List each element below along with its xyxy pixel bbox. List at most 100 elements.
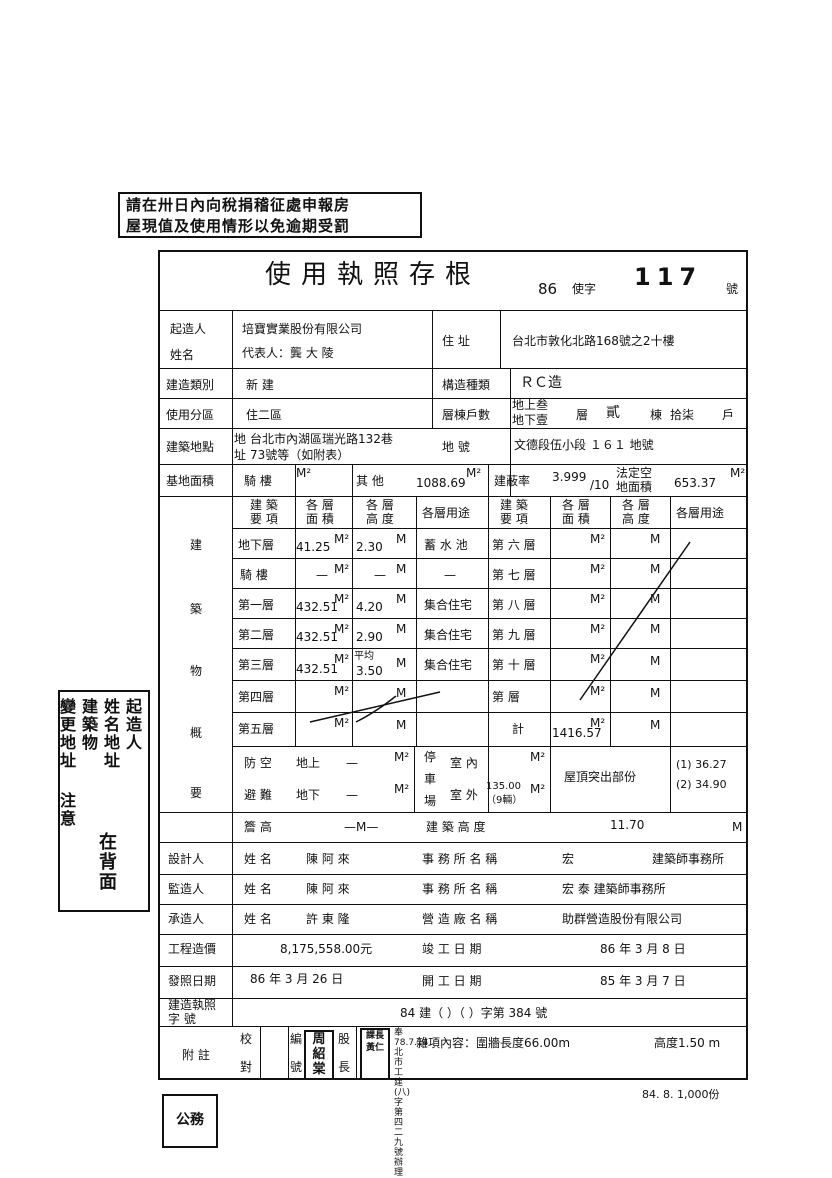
side-label-5: 要 [190, 786, 203, 800]
row-height-3: 2.90 [356, 630, 383, 644]
ratio-label: 建蔽率 [494, 474, 531, 488]
owner-label: 起造人 [170, 322, 207, 336]
permit-year: 86 [538, 280, 558, 298]
designer-office: 宏 [562, 852, 575, 866]
cost-label: 工程造價 [168, 942, 217, 956]
notes-check-b: 對 [240, 1060, 253, 1074]
owner-name-label: 姓名 [170, 348, 195, 362]
arcade-label: 騎 樓 [244, 474, 272, 488]
floors-above: 地上叁 [512, 398, 549, 412]
roof-1: (1) 36.27 [676, 758, 727, 771]
build-type-value: 新 建 [246, 378, 274, 392]
contractor-label: 承造人 [168, 912, 205, 926]
build-type-label: 建造類別 [166, 378, 215, 392]
unit-r-m2-2: M² [590, 592, 606, 606]
parking-label-3: 場 [424, 794, 437, 808]
designer-name-label: 姓 名 [244, 852, 272, 866]
area-label: 基地面積 [166, 474, 215, 488]
row-label-5: 第四層 [238, 690, 275, 704]
unit-m2-1: M² [334, 562, 350, 576]
unit-m-3: M [396, 622, 407, 636]
unit-r-m-3: M [650, 622, 661, 636]
permit-form: 使用執照存根 86 使字 117 號 起造人 姓名 培寶實業股份有限公司 代表人… [158, 250, 748, 1178]
other-label: 其 他 [356, 474, 384, 488]
parking-outdoor-value: 135.00 [486, 781, 521, 792]
unit-r-m-2: M [650, 592, 661, 606]
site-address-1: 台北市內湖區瑞光路132巷 [250, 432, 393, 446]
chief-seal: 課長 黃仁 [360, 1028, 390, 1080]
side-col-3: 建築物 [79, 698, 98, 752]
arcade-unit: M² [296, 466, 312, 480]
unit-r-m-0: M [650, 532, 661, 546]
row-use-2: 集合住宅 [424, 598, 473, 612]
parking-indoor: 室 內 [450, 756, 478, 770]
notes-serial-b: 號 [290, 1060, 303, 1074]
supervisor-office: 宏 泰 建築師事務所 [562, 882, 666, 896]
side-col-1: 起造人 [123, 698, 142, 752]
unit-r-m2-4: M² [590, 652, 606, 666]
floors-hu: 戶 [722, 408, 735, 422]
owner-rep: 代表人：龔 大 陵 [242, 346, 334, 360]
roof-label: 屋頂突出部份 [564, 770, 637, 784]
building-height-unit: M [732, 820, 743, 834]
row-label-0: 地下層 [238, 538, 275, 552]
start-label: 開 工 日 期 [422, 974, 482, 988]
row-right-label-2: 第 八 層 [492, 598, 536, 612]
supervisor-office-label: 事 務 所 名 稱 [422, 882, 498, 896]
row-right-total-label: 計 [512, 722, 525, 736]
row-area-4: 432.51 [296, 662, 338, 676]
row-label-3: 第二層 [238, 628, 275, 642]
unit-m2-0: M² [334, 532, 350, 546]
unit-r-m2-0: M² [590, 532, 606, 546]
unit-m-2: M [396, 592, 407, 606]
shelter-above: 地上 [296, 756, 321, 770]
row-use-1: — [444, 568, 456, 582]
issue-label: 發照日期 [168, 974, 217, 988]
row-right-label-0: 第 六 層 [492, 538, 536, 552]
chief-seal-line-2: 黃仁 [365, 1043, 384, 1053]
shelter-label-1: 防 空 [244, 756, 272, 770]
unit-r-m-6: M [650, 718, 661, 732]
row-right-label-3: 第 九 層 [492, 628, 536, 642]
unit-m2-2: M² [334, 592, 350, 606]
unit-r-m2-5: M² [590, 684, 606, 698]
issue-date: 86 年 3 月 26 日 [250, 972, 344, 986]
floors-label: 層棟戶數 [442, 408, 491, 422]
row-right-label-4: 第 十 層 [492, 658, 536, 672]
unit-r-m-5: M [650, 686, 661, 700]
notes-serial: 編 [290, 1032, 303, 1046]
build-permit-label-1: 建造執照 [168, 998, 217, 1012]
other-unit: M² [466, 466, 482, 480]
notice-stamp: 請在卅日內向稅捐稽征處申報房 屋現值及使用情形以免逾期受罰 [118, 192, 422, 238]
side-back: 在背面 [96, 832, 117, 892]
permit-label: 使字 [572, 282, 597, 296]
structure-label: 構造種類 [442, 378, 491, 392]
site-label: 建築地點 [166, 440, 215, 454]
side-label-1: 建 [190, 538, 203, 552]
open-space-value: 653.37 [674, 476, 716, 490]
head-area-2b: 面 積 [562, 512, 590, 526]
head-height-1b: 高 度 [366, 512, 394, 526]
notes-side-text: 奉78.7.14北市工建(八)字第四二九號辦理 [394, 1028, 429, 1178]
shelter-above-value: — [346, 756, 358, 770]
head-height-1: 各 層 [366, 498, 394, 512]
notes-fence-height: 高度1.50 m [654, 1036, 721, 1050]
lot-value: 文德段伍小段 １６１ 地號 [514, 438, 654, 452]
head-item-2b: 要 項 [500, 512, 528, 526]
lot-label: 地 號 [442, 440, 470, 454]
address-label: 住 址 [442, 334, 470, 348]
building-height-label: 建 築 高 度 [426, 820, 486, 834]
head-use-2: 各層用途 [676, 506, 725, 520]
corner-stamp: 公務 [162, 1094, 218, 1148]
chief-seal-line-1: 課長 [365, 1031, 384, 1041]
side-label-2: 築 [190, 602, 203, 616]
head-height-2b: 高 度 [622, 512, 650, 526]
shelter-label-2: 避 難 [244, 788, 272, 802]
unit-m-6: M [396, 718, 407, 732]
parking-outdoor-unit: M² [530, 782, 546, 796]
head-item-2: 建 築 [500, 498, 528, 512]
row-use-0: 蓄 水 池 [424, 538, 468, 552]
completion-date: 86 年 3 月 8 日 [600, 942, 686, 956]
notice-line-2: 屋現值及使用情形以免逾期受罰 [126, 217, 351, 235]
ratio-denominator: /10 [590, 478, 610, 492]
